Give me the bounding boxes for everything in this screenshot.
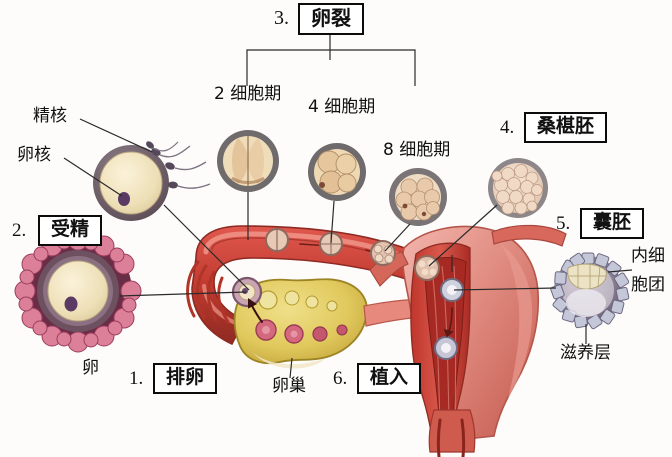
label-four-cell-stage: 4 细胞期 (308, 97, 376, 117)
ovary-underside (252, 352, 326, 369)
label-ovum: 卵 (82, 358, 99, 378)
inner-cell-mass (567, 263, 607, 290)
step-2-index: 2. (12, 220, 27, 241)
leader-fertilized-egg (163, 204, 250, 291)
fimbriae (186, 260, 230, 324)
cervical-canal (436, 418, 466, 457)
label-two-cell-stage: 2 细胞期 (214, 84, 282, 104)
step-6-box-implantation[interactable]: 植入 (357, 363, 422, 394)
leader-inner-cell-mass (607, 269, 633, 273)
step-1-index: 1. (129, 368, 144, 389)
morula-circle (488, 158, 548, 218)
ovum-nucleus (64, 296, 78, 312)
label-eight-cell-stage: 8 细胞期 (383, 140, 451, 160)
leader-morula-to-tube (428, 204, 498, 267)
two-cell-stage-circle (217, 130, 279, 192)
step-3-box-cleavage[interactable]: 卵裂 (298, 3, 364, 35)
leader-blastocyst-to-uterus (453, 287, 557, 291)
ovum-cytoplasm (47, 260, 109, 322)
step-6-index: 6. (333, 368, 348, 389)
step-4-box-morula[interactable]: 桑椹胚 (524, 112, 608, 143)
four-cell-stage-circle (308, 143, 366, 201)
step-3-index: 3. (274, 7, 289, 29)
leader-egg-nucleus (63, 157, 123, 197)
leader-8cell-to-tube (384, 223, 411, 252)
step-5-box-blastocyst[interactable]: 囊胚 (580, 208, 645, 239)
label-trophoblast: 滋养层 (560, 343, 611, 363)
ovum-group (14, 229, 142, 353)
label-inner-cell-mass-line2: 胞团 (631, 275, 665, 295)
ovulation-arrow (248, 298, 263, 323)
ovarian-follicles (255, 290, 348, 344)
leader-ovum-to-tube (119, 291, 247, 297)
step-1-box-ovulation[interactable]: 排卵 (153, 363, 218, 394)
inner-cell-mass-texture (569, 263, 606, 289)
label-egg-nucleus: 卵核 (17, 145, 51, 165)
blastocyst-in-uterus (440, 278, 464, 302)
leader-lines (63, 33, 633, 379)
label-sperm-nucleus: 精核 (33, 106, 67, 126)
tube-lumen-highlight-2 (202, 284, 240, 326)
four-cell-in-tube (319, 232, 343, 256)
bracket-to-2cell (246, 33, 331, 86)
fertilization-egg-group (93, 141, 211, 221)
implantation-arrow (443, 307, 454, 338)
leader-sperm-nucleus (79, 118, 153, 153)
leader-ovary (289, 357, 293, 379)
two-cell-in-tube (265, 228, 289, 252)
uterus-serosa-highlight (500, 244, 533, 398)
right-tube-stub (491, 224, 567, 247)
blastocyst-circle (550, 252, 630, 330)
sperm-cells (146, 141, 211, 189)
leader-4cell-to-tube (330, 200, 335, 244)
trophoblast-cells (550, 252, 630, 330)
label-inner-cell-mass-line1: 内细 (631, 246, 665, 266)
step-4-index: 4. (500, 117, 515, 138)
cervix (428, 409, 476, 453)
bracket-to-8cell (330, 49, 416, 86)
tube-embryo-series (231, 228, 464, 360)
zygote-in-tube (231, 276, 263, 308)
step-5-index: 5. (556, 213, 571, 234)
step-2-box-fertilization[interactable]: 受精 (38, 215, 103, 246)
label-ovary: 卵巢 (272, 376, 306, 396)
uterus-group (369, 224, 567, 457)
blastocoel (566, 289, 606, 317)
eight-cell-stage-circle (389, 168, 447, 226)
egg-cytoplasm (99, 151, 163, 215)
implanting-blastocyst (434, 336, 458, 360)
